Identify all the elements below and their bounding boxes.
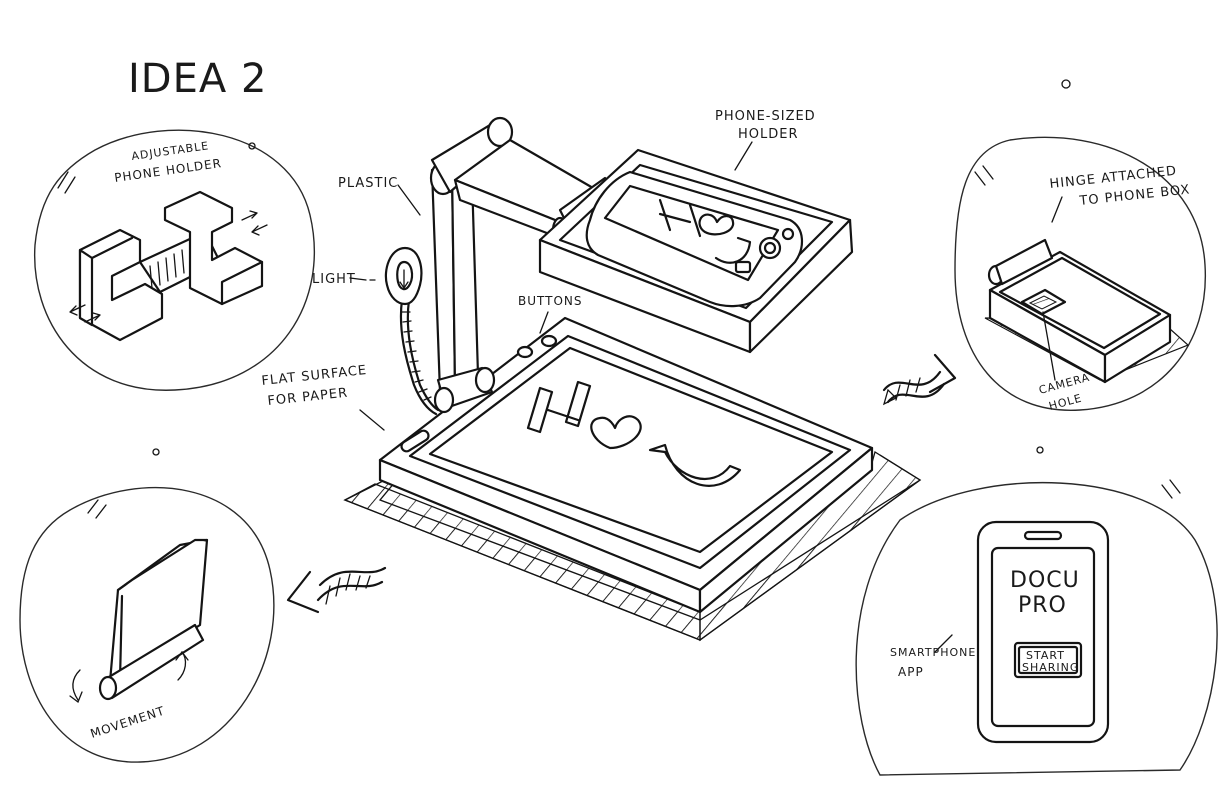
- arrow-to-hinge-icon: [882, 353, 957, 406]
- movement-bubble: MOVEMENT: [19, 448, 275, 763]
- phone-box-hinged: [984, 238, 1190, 384]
- phone-in-holder: [585, 170, 803, 308]
- hinge-flap: [98, 538, 209, 701]
- plastic-arm: [429, 116, 614, 414]
- plastic-label: PLASTIC: [338, 176, 398, 191]
- light-label: LIGHT: [312, 272, 356, 287]
- adjustable-holder-bubble: ADJUSTABLE PHONE HOLDER: [33, 129, 315, 391]
- app-name-line-2: PRO: [1018, 593, 1067, 618]
- hinge-bubble: HINGE ATTACHED TO PHONE BOX CAMERA HOLE: [954, 79, 1206, 413]
- device-button-2[interactable]: [540, 334, 558, 348]
- lamp: [384, 246, 440, 416]
- sketch-title: IDEA 2: [128, 56, 267, 102]
- smartphone-app-bubble: DOCU PRO START SHARING SMARTPHONE APP: [855, 446, 1218, 776]
- phone-holder-label-2: HOLDER: [738, 127, 799, 142]
- movement-arrows-icon: [69, 210, 268, 323]
- flat-surface-base: [378, 316, 874, 614]
- movement-label: MOVEMENT: [89, 704, 167, 741]
- camera-label-1: CAMERA: [1037, 371, 1091, 397]
- flat-surface-label-1: FLAT SURFACE: [261, 363, 368, 389]
- device-button-1[interactable]: [516, 345, 534, 359]
- app-name-line-1: DOCU: [1010, 568, 1080, 593]
- rotate-left-arrow-icon: [72, 669, 81, 701]
- phone-holder-tray: [538, 148, 854, 354]
- arrow-to-movement-icon: [286, 566, 387, 614]
- adjustable-label-2: PHONE HOLDER: [113, 156, 222, 185]
- main-device: [343, 116, 922, 642]
- main-labels: PHONE-SIZED HOLDER PLASTIC LIGHT BUTTONS…: [261, 109, 816, 431]
- phone-holder-label-1: PHONE-SIZED: [715, 109, 816, 124]
- start-sharing-line-2: SHARING: [1022, 661, 1079, 674]
- smartphone-label-1: SMARTPHONE: [890, 646, 976, 659]
- start-sharing-line-1: START: [1026, 649, 1065, 662]
- clamp-right: [163, 190, 264, 306]
- smartphone-mockup: DOCU PRO START SHARING: [976, 520, 1110, 744]
- flat-surface-label-2: FOR PAPER: [267, 386, 349, 409]
- start-sharing-button[interactable]: [1013, 641, 1083, 679]
- buttons-label: BUTTONS: [518, 294, 583, 308]
- clamp-left: [78, 228, 164, 342]
- surface-logo: [526, 380, 742, 487]
- smartphone-label-2: APP: [898, 665, 924, 679]
